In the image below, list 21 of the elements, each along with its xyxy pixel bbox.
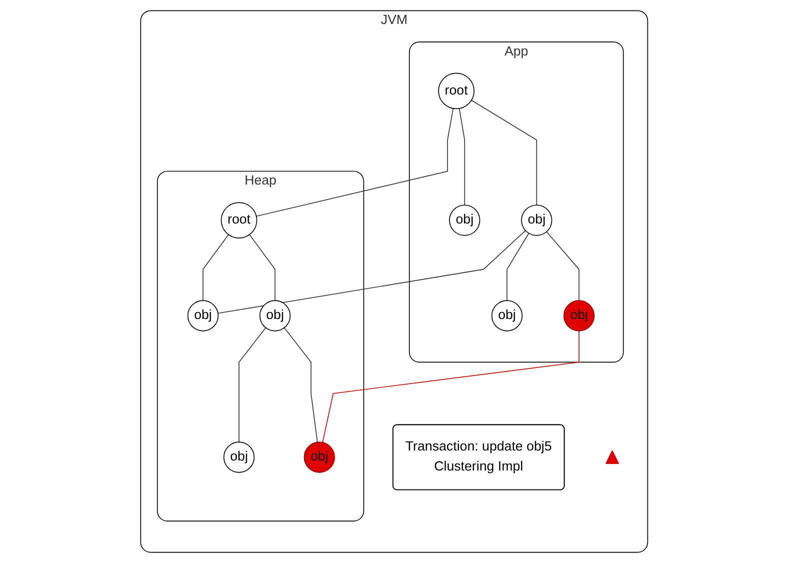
connector (248, 234, 276, 300)
connector (322, 330, 580, 442)
node-circle: obj (520, 204, 552, 236)
connector (546, 230, 580, 300)
connector (217, 230, 526, 314)
node-circle: obj (259, 300, 290, 331)
connector (458, 108, 465, 206)
node-circle: obj (223, 441, 254, 472)
node-circle: obj (187, 300, 218, 331)
node-circle: root (220, 202, 257, 238)
connector (238, 326, 266, 442)
connector (202, 234, 229, 300)
node-circle: obj (491, 300, 522, 331)
node-circle: root (438, 72, 474, 109)
connector (470, 99, 537, 206)
connector (256, 108, 454, 216)
node-circle: obj (304, 441, 335, 472)
connector (506, 232, 530, 300)
node-circle: obj (448, 204, 480, 236)
node-circle: obj (563, 300, 594, 331)
connector (284, 326, 318, 442)
